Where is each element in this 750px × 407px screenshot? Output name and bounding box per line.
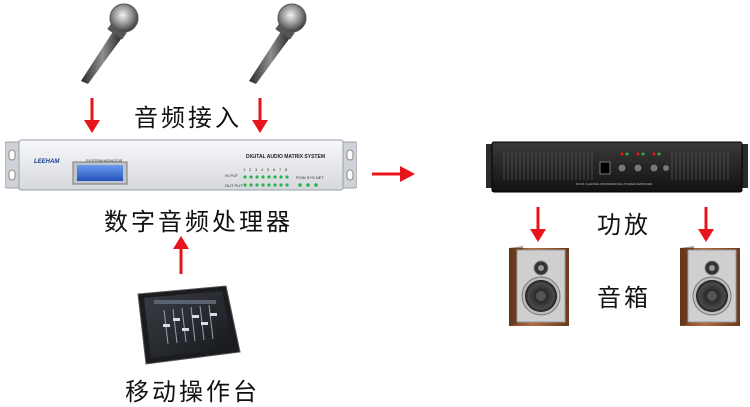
channel-number: 8 [285,167,288,172]
arrow-right-icon [372,166,415,182]
processor-in-label: IN PUT [225,173,239,178]
arrow-down-icon [698,207,714,242]
mobile-console-tablet [132,284,242,366]
processor-model-title: DIGITAL AUDIO MATRIX SYSTEM [246,154,325,160]
microphone-icon [81,3,139,84]
microphone-right [242,2,312,88]
amp-caption: FOUR CHANNEL PROFESSIONAL POWER AMPLIFIE… [575,182,653,186]
channel-number: 4 [261,167,264,172]
processor-led-rows [242,174,322,190]
dsp-label: 数字音频处理器 [104,208,293,236]
channel-number: 5 [267,167,270,172]
mobile-console-label: 移动操作台 [125,378,260,406]
arrow-down-icon [84,98,100,133]
channel-number: 1 [243,167,246,172]
channel-number: 3 [255,167,258,172]
arrow-down-speaker-left [528,207,548,243]
arrow-down-icon [530,207,546,242]
channel-number: 2 [249,167,252,172]
arrow-down-speaker-right [696,207,716,243]
speaker-left [503,246,571,326]
speaker-label: 音箱 [597,284,651,312]
microphone-left [74,2,144,88]
processor-out-label: OUT PUT [225,183,243,188]
amplifier-label: 功放 [597,211,651,239]
arrow-down-mic-left [82,98,102,134]
arrow-up-from-console [171,236,191,276]
arrow-down-mic-right [250,98,270,134]
processor-brand: LEEHAM [34,159,60,165]
power-amplifier-unit [486,140,748,196]
microphone-icon [249,3,307,84]
processor-channel-numbers: 1 2 3 4 5 6 7 8 [243,167,293,173]
channel-number: 7 [279,167,282,172]
processor-monitor-label: SYSTEM MONITOR [86,158,123,163]
processor-status-label: POW SYS NET [296,175,324,180]
arrow-up-icon [173,236,189,274]
audio-input-label: 音频接入 [134,104,242,132]
speaker-right [674,246,742,326]
channel-number: 6 [273,167,276,172]
arrow-right-to-amp [372,164,416,184]
arrow-down-icon [252,98,268,133]
